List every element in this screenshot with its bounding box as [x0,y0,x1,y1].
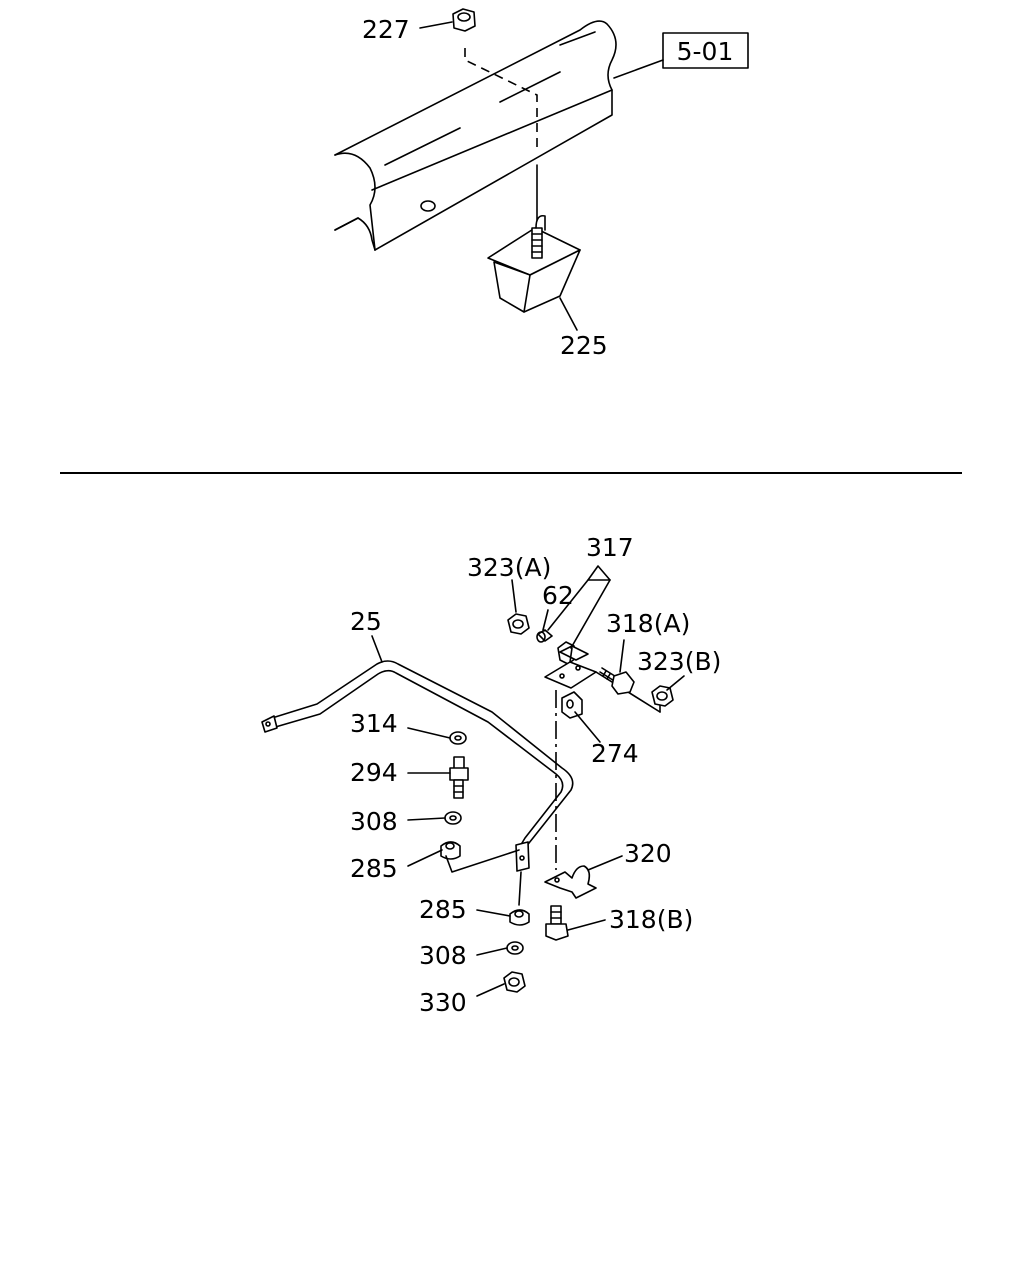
bushing-285-upper [440,841,461,860]
callout-227: 227 [362,15,410,44]
lower-section: 25 317 323(A) 62 318(A) 323(B) 274 314 2… [261,533,721,1017]
callout-320: 320 [624,839,672,868]
washer-308-lower [506,941,524,955]
callout-285-upper: 285 [350,854,398,883]
callout-317: 317 [586,533,634,562]
pin-62 [536,629,553,643]
callout-323b: 323(B) [637,647,721,676]
callout-318a: 318(A) [606,609,690,638]
callout-314: 314 [350,709,398,738]
callout-308-upper: 308 [350,807,398,836]
frame-rail [334,20,617,251]
callout-25: 25 [350,607,382,636]
callout-330: 330 [419,988,467,1017]
nut-323a [507,613,530,635]
bolt-294 [449,756,469,799]
reference-box [662,32,749,69]
nut-330 [503,971,526,993]
upper-section: 5-01 227 225 [334,8,749,360]
callout-294: 294 [350,758,398,787]
stabilizer-bar-25 [261,660,574,872]
nut-227 [452,8,476,32]
reference-box-label: 5-01 [677,37,734,66]
callout-323a: 323(A) [467,553,551,582]
callout-285-lower: 285 [419,895,467,924]
nut-323b [651,685,674,707]
bump-stopper-225 [487,214,581,313]
bushing-285-lower [509,909,530,926]
washer-314 [449,731,467,745]
callout-274: 274 [591,739,639,768]
washer-308-upper [444,811,462,825]
bolt-318b [545,905,569,941]
clamp-320 [544,865,597,899]
callout-308-lower: 308 [419,941,467,970]
bushing-274 [561,691,583,719]
callout-318b: 318(B) [609,905,693,934]
bolt-path-dashed [464,48,538,150]
callout-225: 225 [560,331,608,360]
callout-62: 62 [542,581,574,610]
bolt-318a [599,667,635,695]
